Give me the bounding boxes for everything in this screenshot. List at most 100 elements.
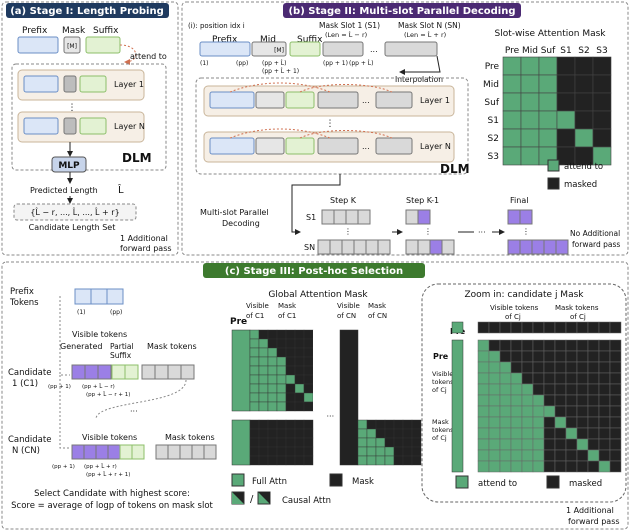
s3-idx-1: (1) bbox=[77, 309, 86, 316]
zoom-cell bbox=[543, 449, 556, 462]
zoom-cell bbox=[532, 361, 545, 374]
slot-mask-cell-2-5 bbox=[592, 92, 612, 112]
gmask-ellipsis: ··· bbox=[327, 412, 335, 421]
zoom-cell bbox=[488, 416, 501, 429]
gmask-c1-cell bbox=[276, 365, 287, 376]
global-mask-grid: ··· bbox=[231, 329, 422, 466]
gmask-c1-cell bbox=[303, 347, 314, 358]
final-s1 bbox=[507, 209, 533, 225]
zoom-cell bbox=[554, 405, 567, 418]
slot-mask-cell-5-0 bbox=[502, 146, 522, 166]
stage3-title: (c) Stage III: Post-hoc Selection bbox=[225, 266, 403, 277]
svg-text:⋮: ⋮ bbox=[522, 227, 530, 236]
zoom-cell bbox=[532, 460, 545, 473]
gmask-c1-cell bbox=[294, 329, 305, 340]
gmask-cn-row-cell bbox=[285, 446, 296, 457]
zoom-legend-masked-swatch bbox=[546, 475, 560, 489]
zoom-cell bbox=[532, 449, 545, 462]
gmask-c1-cell bbox=[267, 338, 278, 349]
zoom-title: Zoom in: candidate j Mask bbox=[465, 290, 585, 300]
gmask-c1-cell bbox=[303, 338, 314, 349]
zoom-cell bbox=[609, 438, 622, 451]
gmask-cn-row-cell bbox=[249, 428, 260, 439]
zoom-cell bbox=[488, 339, 501, 352]
gmask-cn-cell bbox=[402, 428, 413, 439]
gmask-cn-cell bbox=[411, 437, 422, 448]
zoom-pre-row-cell bbox=[499, 321, 512, 334]
stage1-layerN-label: Layer N bbox=[114, 122, 145, 131]
decoding-label-2: Decoding bbox=[222, 219, 260, 228]
candidate1-tokens bbox=[71, 364, 195, 380]
slot-mask-cell-0-2 bbox=[538, 56, 558, 76]
svg-text:···: ··· bbox=[130, 407, 138, 416]
zoom-cell bbox=[477, 438, 490, 451]
slot-mask-cell-1-3 bbox=[556, 74, 576, 94]
zoom-cell bbox=[598, 372, 611, 385]
gmask-c1-cell bbox=[285, 401, 296, 412]
predicted-length-label: Predicted Length bbox=[30, 186, 98, 195]
gmask-c1-cell bbox=[267, 347, 278, 358]
s3-extra-pass-1: 1 Additional bbox=[566, 506, 614, 515]
slot-mask-row-1: Mid bbox=[483, 80, 499, 90]
s3-extra-pass-2: forward pass bbox=[568, 517, 620, 526]
gmask-c1-cell bbox=[249, 392, 260, 403]
zoom-cell bbox=[521, 416, 534, 429]
zoom-cell bbox=[565, 438, 578, 451]
slot-mask-cell-2-0 bbox=[502, 92, 522, 112]
zoom-pre-left: Pre bbox=[433, 352, 449, 361]
zoom-cell bbox=[598, 438, 611, 451]
gmask-cn-row-cell bbox=[276, 428, 287, 439]
gmask-cn-cell bbox=[375, 437, 386, 448]
zoom-cell bbox=[543, 350, 556, 363]
gmask-cn-row-cell bbox=[276, 419, 287, 430]
zoom-mask-2: of Cj bbox=[570, 313, 586, 321]
gmask-c1-cell bbox=[276, 401, 287, 412]
zoom-cell bbox=[609, 405, 622, 418]
gmask-cn-row-cell bbox=[258, 455, 269, 466]
zoom-cell bbox=[543, 405, 556, 418]
zoom-cell bbox=[554, 438, 567, 451]
gmask-cn-row-cell bbox=[258, 446, 269, 457]
svg-text:⋮: ⋮ bbox=[344, 227, 352, 236]
stage2-header bbox=[283, 3, 521, 18]
zoom-cell bbox=[499, 449, 512, 462]
zoom-cell bbox=[499, 339, 512, 352]
gmask-cn-cell bbox=[366, 455, 377, 466]
s3-idx-c1c: (pp + L̂ − r + 1) bbox=[86, 391, 130, 398]
gmask-c1-cell bbox=[249, 338, 260, 349]
gmask-cn-row-cell bbox=[267, 419, 278, 430]
zoom-cell bbox=[521, 372, 534, 385]
svg-text:...: ... bbox=[370, 45, 378, 54]
gmask-c1-cell bbox=[276, 392, 287, 403]
gmask-cn-row-cell bbox=[267, 446, 278, 457]
zoom-cell bbox=[554, 427, 567, 440]
gmask-c1-cell bbox=[258, 374, 269, 385]
gmask-cn-cell bbox=[366, 428, 377, 439]
stage1-header bbox=[6, 3, 169, 18]
zoom-cell bbox=[488, 438, 501, 451]
zoom-mask-1: Mask tokens bbox=[555, 304, 599, 312]
gmask-c1-cell bbox=[303, 374, 314, 385]
zoom-cell bbox=[477, 361, 490, 374]
slot-mask-cell-4-2 bbox=[538, 128, 558, 148]
zoom-cell bbox=[477, 372, 490, 385]
zoom-cell bbox=[488, 394, 501, 407]
zoom-cell bbox=[587, 339, 600, 352]
zoom-cell bbox=[499, 361, 512, 374]
slot-mask-cell-3-1 bbox=[520, 110, 540, 130]
zoom-cell bbox=[565, 383, 578, 396]
slot-mask-row-3: S1 bbox=[488, 116, 499, 126]
stage1-dlm-label: DLM bbox=[122, 151, 152, 165]
gmask-cn-cell bbox=[393, 446, 404, 457]
zoom-cell bbox=[565, 372, 578, 385]
s3-idx-pp: (pp) bbox=[110, 309, 122, 316]
zoom-cell bbox=[576, 427, 589, 440]
s2-suffix-label: Suffix bbox=[297, 35, 323, 45]
zoom-cell bbox=[477, 394, 490, 407]
zoom-cell bbox=[598, 427, 611, 440]
zoom-cell bbox=[565, 361, 578, 374]
gmask-cn-cell bbox=[411, 428, 422, 439]
gmask-cn-row-cell bbox=[249, 419, 260, 430]
